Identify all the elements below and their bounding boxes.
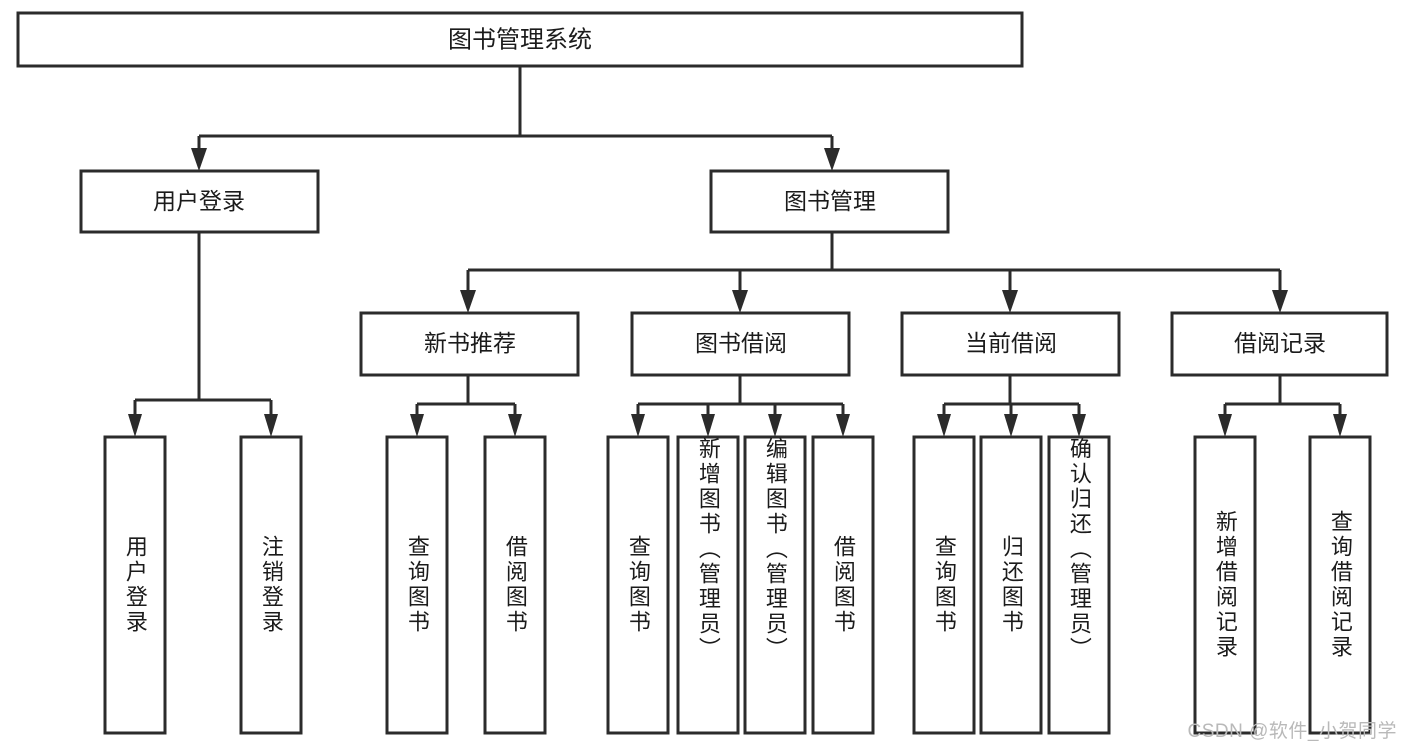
arrow-head-current-borrow-leaf1 (1004, 414, 1018, 437)
arrow-head-new-book-leaf1 (508, 414, 522, 437)
node-book-management-box[interactable] (709, 169, 950, 234)
leaf-box-book-borrow-0[interactable] (606, 435, 670, 735)
leaf-box-book-borrow-2[interactable] (743, 435, 807, 735)
node-user-login-box[interactable] (79, 169, 320, 234)
leaf-box-current-borrow-1[interactable] (979, 435, 1043, 735)
node-current-borrow-box[interactable] (900, 311, 1121, 377)
watermark-text: CSDN @软件_小贺同学 (1187, 721, 1397, 742)
node-book-management-label: 图书管理 (784, 188, 876, 214)
leaf-box-new-book-1[interactable] (483, 435, 547, 735)
arrow-head-current-borrow-leaf0 (937, 414, 951, 437)
node-new-book-recommend-label: 新书推荐 (424, 330, 516, 356)
arrow-head-book-borrow (732, 290, 748, 313)
node-book-management[interactable]: 图书管理 (709, 169, 950, 234)
leaf-boxes-current-borrow (912, 435, 1111, 735)
leaf-box-book-borrow-3[interactable] (811, 435, 875, 735)
arrow-head-book-borrow-leaf3 (836, 414, 850, 437)
arrow-head-borrow-records-leaf1 (1333, 414, 1347, 437)
arrow-head-book-borrow-leaf2 (768, 414, 782, 437)
leaf-box-current-borrow-0[interactable] (912, 435, 976, 735)
node-current-borrow-label: 当前借阅 (965, 330, 1057, 356)
leaf-box-user-login-1[interactable] (239, 435, 303, 735)
leaf-box-borrow-records-0[interactable] (1193, 435, 1257, 735)
connector-group-root (191, 66, 840, 171)
leaf-boxes-user-login (103, 435, 303, 735)
node-root-box[interactable] (16, 11, 1024, 68)
leaf-boxes-book-borrow (606, 435, 875, 735)
arrow-head-user-login-leaf1 (264, 414, 278, 437)
node-borrow-records[interactable]: 借阅记录 (1170, 311, 1389, 377)
leaf-box-book-borrow-1[interactable] (676, 435, 740, 735)
leaf-box-borrow-records-1[interactable] (1308, 435, 1372, 735)
arrow-head-user-login (191, 148, 207, 171)
arrow-head-borrow-records (1272, 290, 1288, 313)
leaf-boxes-borrow-records (1193, 435, 1372, 735)
node-root[interactable]: 图书管理系统 (16, 11, 1024, 68)
node-user-login[interactable]: 用户登录 (79, 169, 320, 234)
node-new-book-recommend-box[interactable] (359, 311, 580, 377)
leaf-box-user-login-0[interactable] (103, 435, 167, 735)
arrow-head-current-borrow (1002, 290, 1018, 313)
connector-group-user-login (128, 232, 278, 437)
arrow-head-book-mgmt (824, 148, 840, 171)
arrow-head-new-book (460, 290, 476, 313)
node-current-borrow[interactable]: 当前借阅 (900, 311, 1121, 377)
leaf-boxes-new-book (385, 435, 547, 735)
node-borrow-records-label: 借阅记录 (1234, 330, 1326, 356)
leaf-box-new-book-0[interactable] (385, 435, 449, 735)
node-borrow-records-box[interactable] (1170, 311, 1389, 377)
node-user-login-label: 用户登录 (153, 188, 245, 214)
arrow-head-borrow-records-leaf0 (1218, 414, 1232, 437)
arrow-head-book-borrow-leaf1 (701, 414, 715, 437)
arrow-head-user-login-leaf0 (128, 414, 142, 437)
arrow-head-new-book-leaf0 (410, 414, 424, 437)
connector-group-new-book (410, 375, 522, 437)
connector-group-book-mgmt (460, 232, 1288, 313)
node-book-borrow-box[interactable] (630, 311, 851, 377)
node-new-book-recommend[interactable]: 新书推荐 (359, 311, 580, 377)
leaf-box-current-borrow-2[interactable] (1047, 435, 1111, 735)
connector-group-current-borrow (937, 375, 1086, 437)
node-root-label: 图书管理系统 (448, 26, 592, 53)
connector-group-book-borrow (631, 375, 850, 437)
arrow-head-book-borrow-leaf0 (631, 414, 645, 437)
node-book-borrow-label: 图书借阅 (695, 330, 787, 356)
arrow-head-current-borrow-leaf2 (1072, 414, 1086, 437)
node-book-borrow[interactable]: 图书借阅 (630, 311, 851, 377)
connector-group-borrow-records (1218, 375, 1347, 437)
